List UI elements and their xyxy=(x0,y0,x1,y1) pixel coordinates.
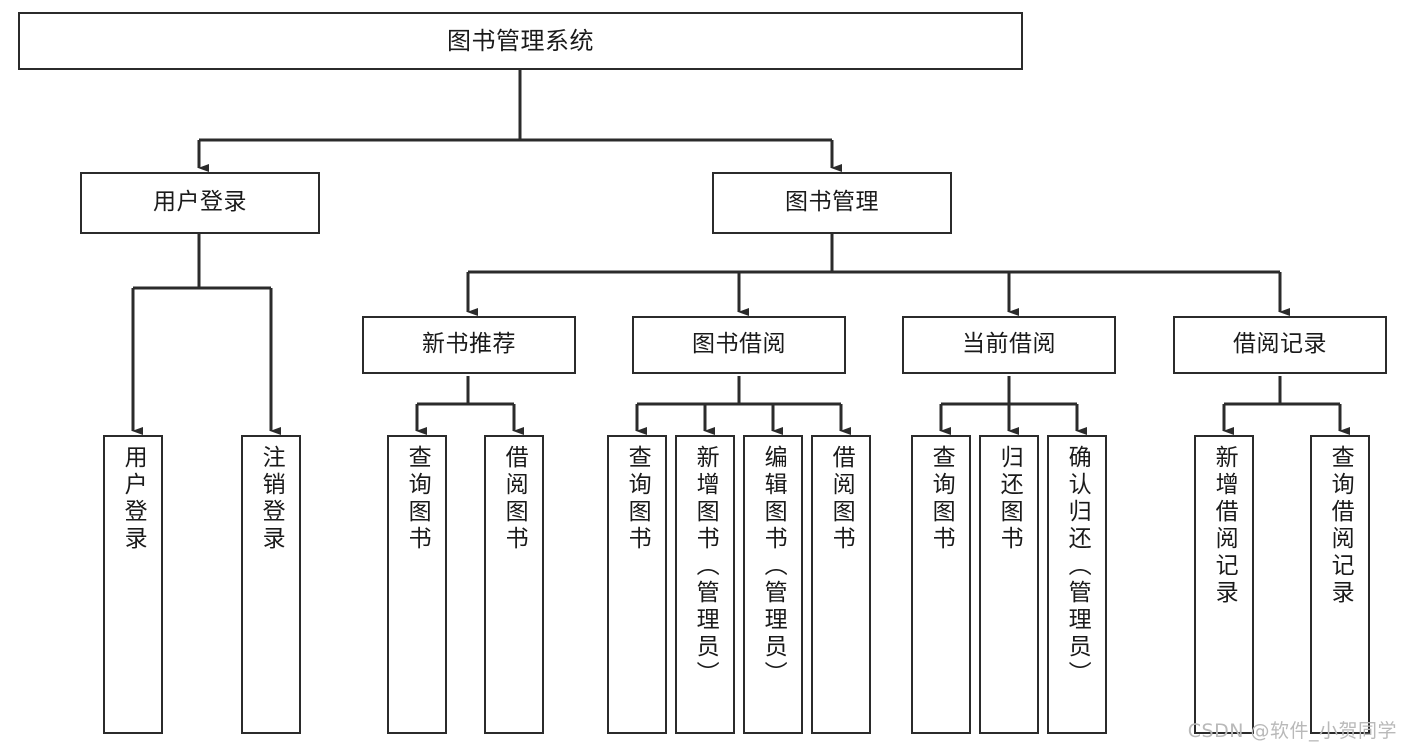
node-leaf-query-book-current[interactable]: 查询图书 xyxy=(911,435,971,734)
node-label: 查询图书 xyxy=(404,445,431,553)
node-label: 图书管理 xyxy=(785,189,879,216)
node-leaf-return-book[interactable]: 归还图书 xyxy=(979,435,1039,734)
node-label: 当前借阅 xyxy=(962,331,1056,358)
node-leaf-query-book-borrow[interactable]: 查询图书 xyxy=(607,435,667,734)
node-new-book-recommend[interactable]: 新书推荐 xyxy=(362,316,576,374)
node-label: 图书管理系统 xyxy=(447,26,594,55)
node-label: 确认归还（管理员） xyxy=(1064,445,1091,688)
node-leaf-logout-login[interactable]: 注销登录 xyxy=(241,435,301,734)
node-label: 新书推荐 xyxy=(422,331,516,358)
node-user-login[interactable]: 用户登录 xyxy=(80,172,320,234)
node-borrow-record[interactable]: 借阅记录 xyxy=(1173,316,1387,374)
node-root-book-management-system[interactable]: 图书管理系统 xyxy=(18,12,1023,70)
node-label: 借阅记录 xyxy=(1233,331,1327,358)
node-label: 编辑图书（管理员） xyxy=(760,445,787,688)
node-label: 查询借阅记录 xyxy=(1327,445,1354,607)
node-label: 注销登录 xyxy=(258,445,285,553)
node-label: 新增借阅记录 xyxy=(1211,445,1238,607)
node-label: 新增图书（管理员） xyxy=(692,445,719,688)
node-label: 用户登录 xyxy=(120,445,147,553)
node-label: 借阅图书 xyxy=(828,445,855,553)
node-leaf-edit-book-admin[interactable]: 编辑图书（管理员） xyxy=(743,435,803,734)
node-label: 图书借阅 xyxy=(692,331,786,358)
node-leaf-query-book-recommend[interactable]: 查询图书 xyxy=(387,435,447,734)
node-leaf-query-borrow-record[interactable]: 查询借阅记录 xyxy=(1310,435,1370,734)
node-leaf-confirm-return-admin[interactable]: 确认归还（管理员） xyxy=(1047,435,1107,734)
node-label: 用户登录 xyxy=(153,189,247,216)
node-book-management[interactable]: 图书管理 xyxy=(712,172,952,234)
node-current-borrow[interactable]: 当前借阅 xyxy=(902,316,1116,374)
node-leaf-add-book-admin[interactable]: 新增图书（管理员） xyxy=(675,435,735,734)
node-label: 查询图书 xyxy=(928,445,955,553)
node-label: 归还图书 xyxy=(996,445,1023,553)
node-leaf-borrow-book-recommend[interactable]: 借阅图书 xyxy=(484,435,544,734)
node-book-borrow[interactable]: 图书借阅 xyxy=(632,316,846,374)
node-label: 借阅图书 xyxy=(501,445,528,553)
node-leaf-add-borrow-record[interactable]: 新增借阅记录 xyxy=(1194,435,1254,734)
node-leaf-borrow-book[interactable]: 借阅图书 xyxy=(811,435,871,734)
node-label: 查询图书 xyxy=(624,445,651,553)
node-leaf-user-login[interactable]: 用户登录 xyxy=(103,435,163,734)
